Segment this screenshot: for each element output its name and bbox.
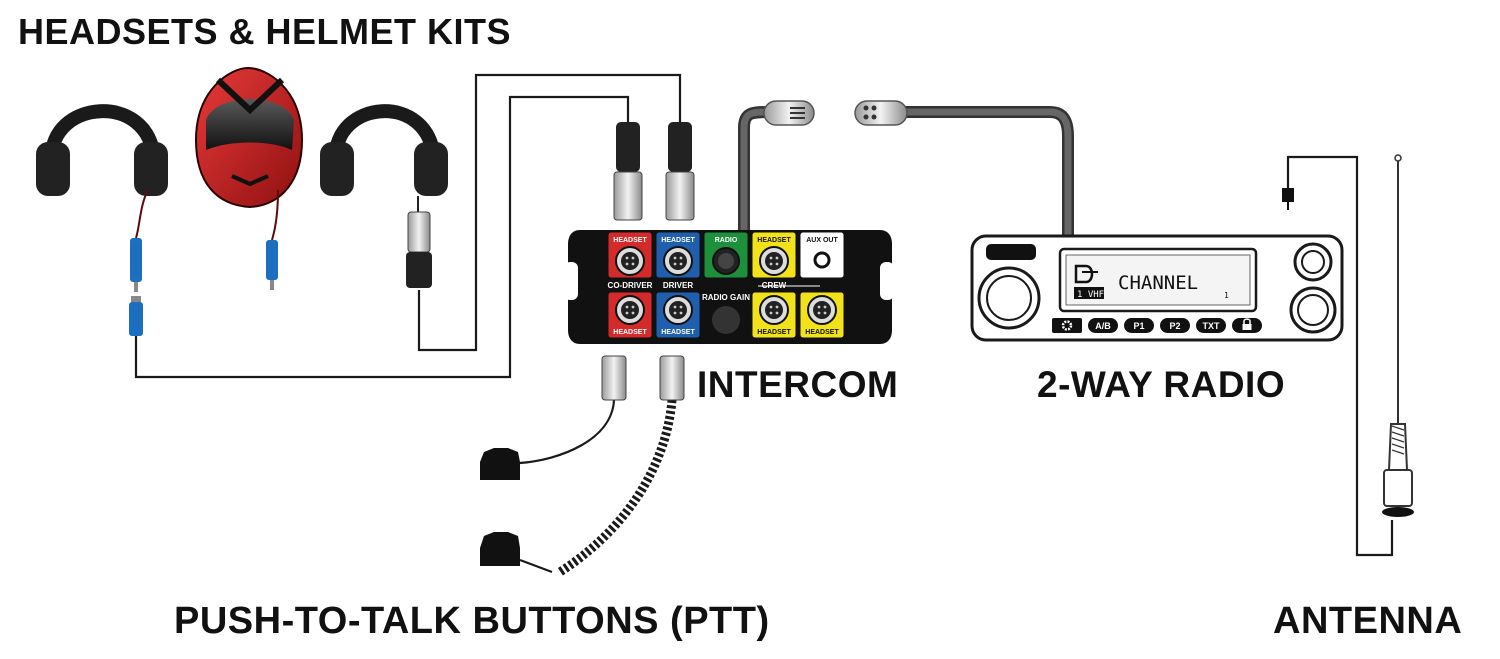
ptt-button-1 bbox=[480, 448, 520, 480]
title-headsets: HEADSETS & HELMET KITS bbox=[18, 11, 512, 52]
title-ptt: PUSH-TO-TALK BUTTONS (PTT) bbox=[174, 600, 770, 642]
title-antenna: ANTENNA bbox=[1273, 600, 1463, 642]
radio-button-p2[interactable]: P2 bbox=[1160, 318, 1190, 333]
intercom-bottom-port-label: HEADSET bbox=[805, 329, 839, 336]
radio-display-text: CHANNEL bbox=[1118, 272, 1198, 294]
title-radio: 2-WAY RADIO bbox=[1037, 364, 1286, 405]
headset-right bbox=[320, 104, 448, 288]
label-driver: DRIVER bbox=[663, 281, 693, 290]
radio-button-ab[interactable]: A/B bbox=[1088, 318, 1118, 333]
gear-icon bbox=[1061, 320, 1073, 331]
radio-display-sub: 1 VHF bbox=[1077, 290, 1104, 300]
intercom-bottom-port-3[interactable]: HEADSET bbox=[751, 291, 797, 339]
radio-button-label: P1 bbox=[1133, 321, 1144, 331]
radio-plug-right bbox=[854, 100, 908, 126]
radio-buttons: A/B P1 P2 TXT bbox=[1052, 318, 1262, 333]
label-radio-gain: RADIO GAIN bbox=[702, 293, 750, 302]
intercom-top-port-label: RADIO bbox=[715, 237, 738, 244]
intercom-top-port-label: AUX OUT bbox=[806, 237, 838, 244]
antenna bbox=[1282, 154, 1414, 517]
intercom-top-port-4[interactable]: HEADSET bbox=[751, 231, 797, 279]
intercom-top-port-1[interactable]: HEADSET bbox=[607, 231, 653, 279]
radio-gain-knob[interactable] bbox=[712, 306, 740, 334]
radio-button-txt[interactable]: TXT bbox=[1196, 318, 1226, 333]
radio-button-label: P2 bbox=[1169, 321, 1180, 331]
label-co-driver: CO-DRIVER bbox=[608, 281, 653, 290]
intercom-bottom-port-4[interactable]: HEADSET bbox=[799, 291, 845, 339]
radio-button-p1[interactable]: P1 bbox=[1124, 318, 1154, 333]
intercom-top-port-2[interactable]: HEADSET bbox=[655, 231, 701, 279]
headset-left bbox=[36, 104, 168, 336]
intercom-top-port-5[interactable]: AUX OUT bbox=[799, 231, 845, 279]
intercom-top-port-label: HEADSET bbox=[661, 237, 695, 244]
intercom-ports: HEADSET HEADSET RADIO HEADSET AUX OUT CO-DRIV… bbox=[607, 231, 845, 339]
intercom-top-port-label: HEADSET bbox=[757, 237, 791, 244]
radio-button-label: A/B bbox=[1095, 321, 1111, 331]
intercom-bottom-port-label: HEADSET bbox=[757, 329, 791, 336]
intercom-bottom-port-label: HEADSET bbox=[613, 329, 647, 336]
ptt-plugs bbox=[601, 355, 685, 401]
radio-button-label: TXT bbox=[1203, 321, 1221, 331]
title-intercom: INTERCOM bbox=[697, 364, 899, 405]
radio-unit bbox=[970, 234, 1344, 342]
gear-button[interactable] bbox=[1052, 318, 1082, 333]
intercom-bottom-port-label: HEADSET bbox=[661, 329, 695, 336]
intercom-bottom-port-1[interactable]: HEADSET bbox=[607, 291, 653, 339]
radio-logo-icon bbox=[1074, 264, 1098, 284]
ptt-button-2 bbox=[480, 532, 520, 566]
intercom-top-port-3[interactable]: RADIO bbox=[703, 231, 749, 279]
intercom-bottom-port-2[interactable]: HEADSET bbox=[655, 291, 701, 339]
radio-band-badge bbox=[1074, 287, 1104, 299]
radio-display-num: 1 bbox=[1224, 291, 1229, 300]
headset-plugs bbox=[613, 122, 695, 221]
helmet-kit bbox=[194, 66, 304, 290]
intercom-top-port-label: HEADSET bbox=[613, 237, 647, 244]
lock-button[interactable] bbox=[1232, 318, 1262, 333]
cable-lines bbox=[134, 73, 1394, 576]
lock-icon bbox=[1242, 318, 1252, 330]
radio-plug-left bbox=[763, 100, 815, 126]
